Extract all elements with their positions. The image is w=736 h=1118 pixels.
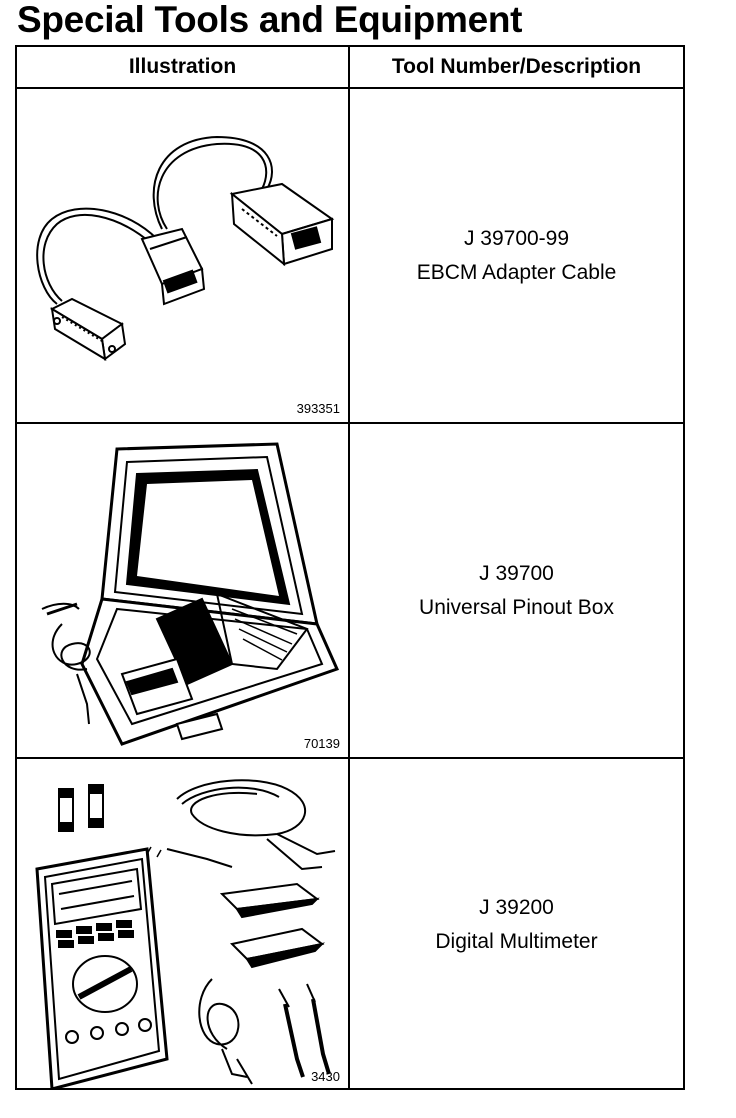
figure-id: 393351 [296,401,340,416]
figure-id: 70139 [303,736,340,751]
multimeter-kit-illustration [35,779,336,1090]
tool-description: EBCM Adapter Cable [416,260,617,284]
illustration-cell: 393351 [17,89,348,422]
header-illustration: Illustration [128,55,237,78]
column-divider [348,47,350,1088]
tools-table: Illustration Tool Number/Description [15,45,685,1090]
illustration-cell: 3430 [17,759,348,1090]
pinout-box-case-illustration [41,442,340,746]
illustration-cell: 70139 [17,424,348,757]
header-divider [17,87,683,89]
tool-description: Digital Multimeter [435,929,598,953]
row-divider [17,757,683,759]
page-title: Special Tools and Equipment [17,0,523,40]
table-row: 3430 J 39200 Digital Multimeter [17,759,683,1090]
header-tool-description: Tool Number/Description [391,55,642,78]
tool-number: J 39700-99 [463,226,570,250]
table-row: 70139 J 39700 Universal Pinout Box [17,424,683,757]
tool-number: J 39700 [479,561,554,585]
adapter-cable-illustration [36,135,335,361]
description-cell: J 39200 Digital Multimeter [350,759,683,1090]
tool-number: J 39200 [479,895,554,919]
tool-description: Universal Pinout Box [419,595,614,619]
table-row: 393351 J 39700-99 EBCM Adapter Cable [17,89,683,422]
row-divider [17,422,683,424]
description-cell: J 39700 Universal Pinout Box [350,424,683,757]
figure-id: 3430 [311,1069,340,1084]
description-cell: J 39700-99 EBCM Adapter Cable [350,89,683,422]
